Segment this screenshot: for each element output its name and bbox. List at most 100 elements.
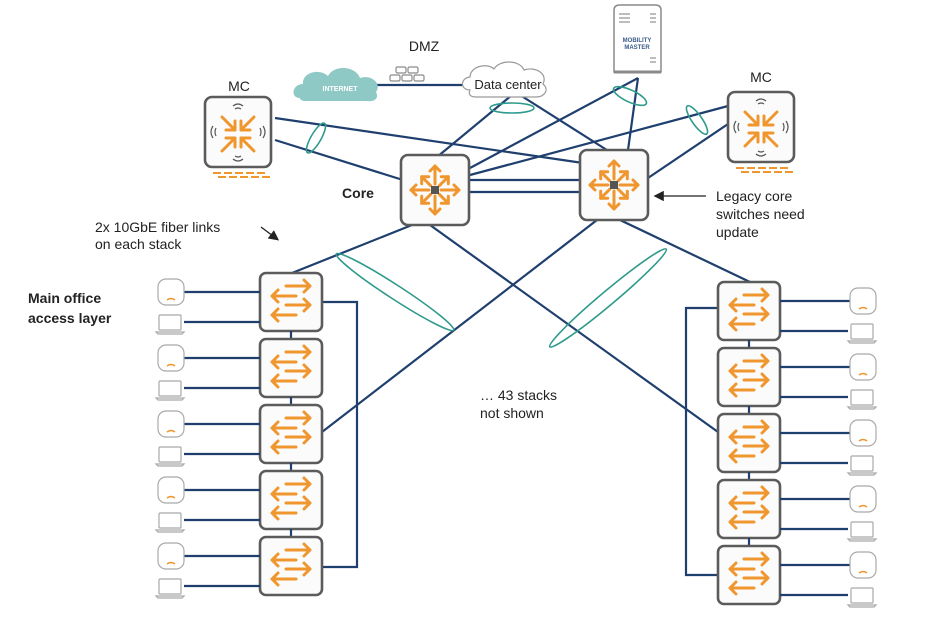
access-switch: [258, 469, 324, 531]
link-leftstack-return: [322, 300, 359, 569]
switch-box: [716, 478, 782, 540]
access-switch: [716, 478, 782, 540]
laptop-base: [154, 595, 186, 599]
firewall-brick: [389, 74, 401, 82]
switch-box: [258, 469, 324, 531]
laptop-icon: [158, 578, 182, 595]
access-point: [157, 278, 185, 306]
laptop-icon: [850, 587, 874, 604]
ap-led: [858, 306, 868, 310]
laptop: [154, 446, 186, 467]
legacy-label-1: Legacy core: [716, 188, 792, 204]
core-arrows-icon: [409, 164, 461, 216]
switch-arrows-icon: [270, 344, 312, 389]
link-dc-core-left: [436, 94, 513, 158]
laptop: [154, 512, 186, 533]
laptop-base: [846, 538, 878, 542]
mc-arrows-icon: [220, 115, 256, 153]
link-mm-core-right: [626, 77, 640, 151]
mc-right: [726, 90, 796, 173]
firewall-brick: [413, 74, 425, 82]
access-point-icon: [157, 476, 185, 504]
switch-box: [716, 544, 782, 606]
laptop-base: [846, 406, 878, 410]
access-point-icon: [849, 353, 877, 381]
access-point: [157, 542, 185, 570]
laptop: [846, 389, 878, 410]
laptop: [846, 455, 878, 476]
access-point: [157, 410, 185, 438]
laptop-base: [154, 463, 186, 467]
access-point: [849, 287, 877, 315]
links: [274, 77, 751, 577]
access-point: [849, 419, 877, 447]
laptop-icon: [158, 512, 182, 529]
stacks-note-1: … 43 stacks: [480, 387, 557, 403]
link-mm-core-left: [469, 77, 639, 169]
fiber-label-2: on each stack: [95, 236, 182, 252]
laptop-base: [154, 331, 186, 335]
laptop: [846, 323, 878, 344]
firewall-brick: [395, 66, 407, 74]
lag-mm: [612, 85, 648, 107]
left-access-stack: [154, 271, 324, 599]
laptop-icon: [850, 389, 874, 406]
laptop-icon: [158, 314, 182, 331]
switch-arrows-icon: [728, 485, 770, 530]
right-access-stack: [716, 280, 878, 608]
laptop-icon: [158, 380, 182, 397]
access-point-icon: [849, 287, 877, 315]
fiber-label-1: 2x 10GbE fiber links: [95, 219, 220, 235]
firewall-brick: [407, 66, 419, 74]
firewall-brick: [401, 74, 413, 82]
lag-right-stack: [548, 248, 668, 348]
core-switch-left: [399, 153, 471, 227]
laptop: [154, 578, 186, 599]
access-point-icon: [157, 278, 185, 306]
stacks-note-2: not shown: [480, 405, 544, 421]
ap-led: [166, 495, 176, 499]
switch-arrows-icon: [728, 419, 770, 464]
mc-left: [203, 95, 273, 178]
access-point-icon: [849, 551, 877, 579]
ap-led: [166, 297, 176, 301]
switch-box: [258, 403, 324, 465]
access-point: [849, 485, 877, 513]
access-point-icon: [157, 410, 185, 438]
laptop-base: [846, 472, 878, 476]
access-point: [849, 353, 877, 381]
link-coreright-leftstack: [321, 219, 598, 433]
access-switch: [258, 403, 324, 465]
access-point-icon: [157, 344, 185, 372]
mc-arrows-icon: [743, 110, 779, 148]
ap-led: [858, 504, 868, 508]
core-center: [610, 181, 618, 189]
link-coreleft-rightstack: [429, 224, 719, 433]
core-center: [431, 186, 439, 194]
access-point-icon: [849, 485, 877, 513]
lag-mc-right: [685, 104, 709, 136]
wifi-icon: [733, 98, 789, 157]
access-switch: [716, 280, 782, 342]
access-switch: [258, 271, 324, 333]
access-switch: [716, 412, 782, 474]
switch-arrows-icon: [270, 410, 312, 455]
switch-box: [258, 337, 324, 399]
switch-arrows-icon: [728, 287, 770, 332]
lag-mc-left: [305, 122, 327, 154]
switch-arrows-icon: [270, 476, 312, 521]
fiber-arrow: [260, 226, 280, 241]
mc-right-label: MC: [750, 69, 772, 85]
data-center-label: Data center: [474, 77, 542, 92]
switch-box: [716, 280, 782, 342]
laptop-base: [154, 529, 186, 533]
link-coreright-rightstack: [619, 219, 751, 283]
switch-arrows-icon: [728, 353, 770, 398]
access-switch: [258, 535, 324, 597]
access-point-icon: [157, 542, 185, 570]
access-switch: [258, 337, 324, 399]
core-label: Core: [342, 185, 374, 201]
link-mcr-core-left: [469, 104, 729, 177]
switch-box: [716, 412, 782, 474]
lag-dc: [489, 102, 535, 114]
